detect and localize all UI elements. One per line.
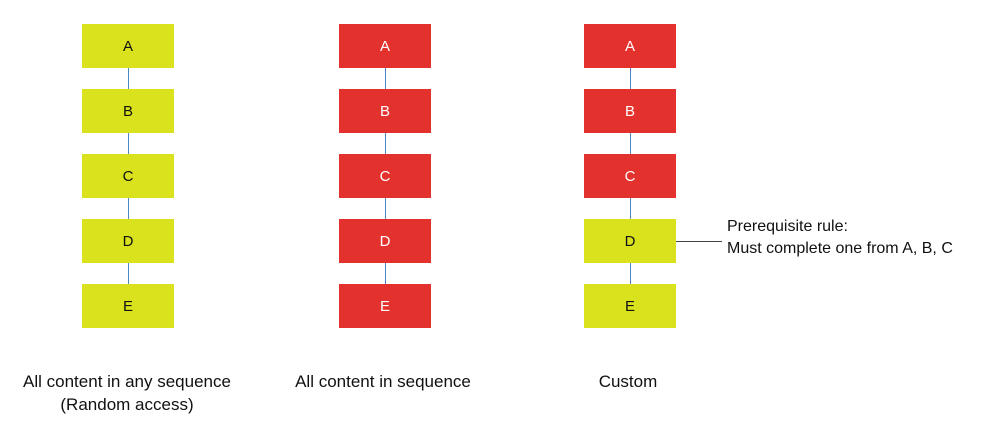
connector-line [630, 68, 631, 89]
connector-line [630, 198, 631, 219]
node-sequence-a: A [339, 24, 431, 68]
node-sequence-d: D [339, 219, 431, 263]
node-custom-c: C [584, 154, 676, 198]
connector-line [128, 198, 129, 219]
node-random-b: B [82, 89, 174, 133]
annotation-line: Must complete one from A, B, C [727, 240, 953, 257]
node-random-e: E [82, 284, 174, 328]
connector-line [385, 198, 386, 219]
caption-sequence: All content in sequence [253, 370, 513, 393]
annotation-leader-line [676, 241, 722, 242]
node-random-d: D [82, 219, 174, 263]
node-custom-d: D [584, 219, 676, 263]
connector-line [385, 263, 386, 284]
connector-line [128, 133, 129, 154]
caption-line: All content in sequence [295, 372, 471, 391]
caption-random: All content in any sequence (Random acces… [0, 370, 257, 416]
node-random-c: C [82, 154, 174, 198]
node-sequence-c: C [339, 154, 431, 198]
node-random-a: A [82, 24, 174, 68]
node-custom-a: A [584, 24, 676, 68]
caption-custom: Custom [498, 370, 758, 393]
connector-line [128, 68, 129, 89]
node-sequence-e: E [339, 284, 431, 328]
connector-line [630, 133, 631, 154]
connector-line [385, 68, 386, 89]
prerequisite-annotation: Prerequisite rule: Must complete one from… [727, 216, 953, 260]
node-custom-e: E [584, 284, 676, 328]
annotation-line: Prerequisite rule: [727, 218, 848, 235]
connector-line [385, 133, 386, 154]
node-custom-b: B [584, 89, 676, 133]
node-sequence-b: B [339, 89, 431, 133]
connector-line [630, 263, 631, 284]
caption-line: All content in any sequence [23, 372, 231, 391]
caption-line: (Random access) [60, 395, 194, 414]
connector-line [128, 263, 129, 284]
caption-line: Custom [598, 372, 658, 391]
